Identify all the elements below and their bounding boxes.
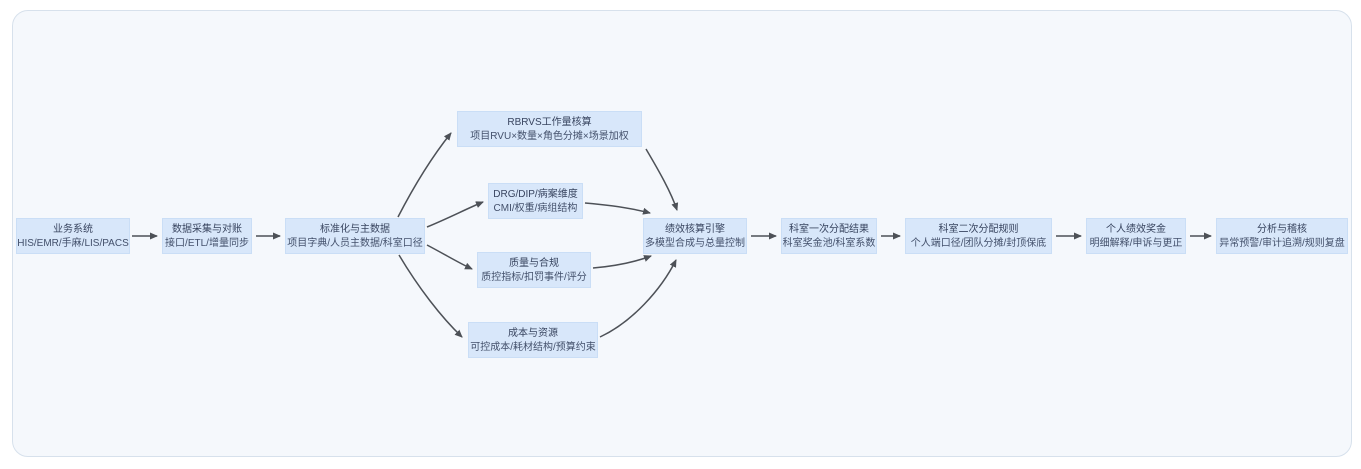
node-analysis-audit[interactable]: 分析与稽核 异常预警/审计追溯/规则复盘 [1216,218,1348,254]
node-title: 个人绩效奖金 [1106,223,1166,235]
node-title: 分析与稽核 [1257,223,1307,235]
node-title: 科室一次分配结果 [789,223,869,235]
node-subtitle: 可控成本/耗材结构/预算约束 [470,341,596,353]
node-title: RBRVS工作量核算 [507,116,592,128]
node-title: 质量与合规 [509,257,559,269]
node-title: 数据采集与对账 [172,223,242,235]
node-subtitle: 科室奖金池/科室系数 [782,237,876,249]
node-subtitle: 接口/ETL/增量同步 [165,237,249,249]
node-subtitle: 明细解释/申诉与更正 [1089,237,1183,249]
node-subtitle: 个人端口径/团队分摊/封顶保底 [910,237,1047,249]
node-subtitle: HIS/EMR/手麻/LIS/PACS [17,237,129,249]
node-data-collection[interactable]: 数据采集与对账 接口/ETL/增量同步 [162,218,252,254]
node-quality-compliance[interactable]: 质量与合规 质控指标/扣罚事件/评分 [477,252,591,288]
node-rbrvs-workload[interactable]: RBRVS工作量核算 项目RVU×数量×角色分摊×场景加权 [457,111,642,147]
node-subtitle: 质控指标/扣罚事件/评分 [481,271,587,283]
node-title: DRG/DIP/病案维度 [493,188,578,200]
node-dept-secondary-rules[interactable]: 科室二次分配规则 个人端口径/团队分摊/封顶保底 [905,218,1052,254]
node-dept-primary-allocation[interactable]: 科室一次分配结果 科室奖金池/科室系数 [781,218,877,254]
node-subtitle: 项目字典/人员主数据/科室口径 [287,237,423,249]
node-title: 成本与资源 [508,327,558,339]
node-standardization-master-data[interactable]: 标准化与主数据 项目字典/人员主数据/科室口径 [285,218,425,254]
node-title: 绩效核算引擎 [665,223,725,235]
node-title: 科室二次分配规则 [938,223,1019,235]
node-subtitle: 项目RVU×数量×角色分摊×场景加权 [470,130,629,142]
node-subtitle: 多模型合成与总量控制 [645,237,745,249]
node-business-systems[interactable]: 业务系统 HIS/EMR/手麻/LIS/PACS [16,218,130,254]
node-performance-engine[interactable]: 绩效核算引擎 多模型合成与总量控制 [643,218,747,254]
node-personal-bonus[interactable]: 个人绩效奖金 明细解释/申诉与更正 [1086,218,1186,254]
node-drg-dip-case-dimension[interactable]: DRG/DIP/病案维度 CMI/权重/病组结构 [488,183,583,219]
node-subtitle: 异常预警/审计追溯/规则复盘 [1219,237,1345,249]
node-title: 业务系统 [53,223,93,235]
node-subtitle: CMI/权重/病组结构 [493,202,578,214]
node-cost-resources[interactable]: 成本与资源 可控成本/耗材结构/预算约束 [468,322,598,358]
node-title: 标准化与主数据 [320,223,390,235]
